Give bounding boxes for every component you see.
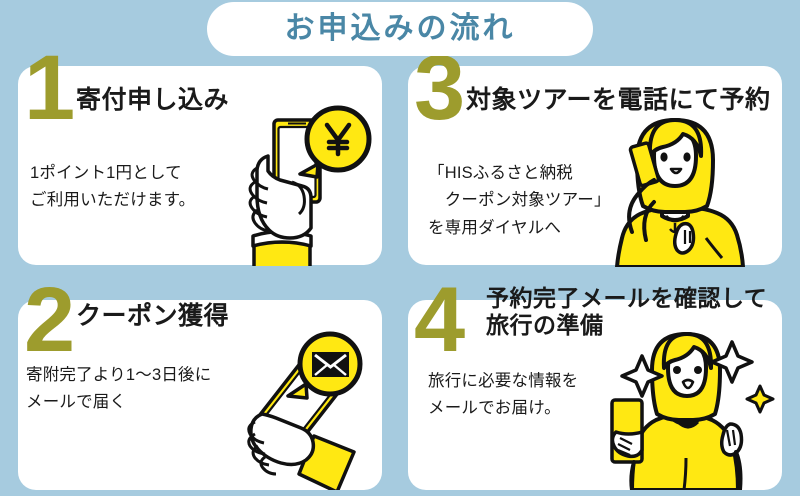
page-title-pill: お申込みの流れ [207, 2, 593, 56]
step-number-3: 3 [414, 37, 465, 139]
step-heading-1: 寄付申し込み [76, 86, 230, 114]
hand-holding-tilted-phone-with-mail-bubble-illustration [222, 330, 382, 490]
step-heading-4: 予約完了メールを確認して 旅行の準備 [486, 285, 768, 338]
step-heading-3: 対象ツアーを電話にて予約 [466, 86, 771, 114]
step-body-2: 寄附完了より1〜3日後に メールで届く [26, 366, 212, 412]
woman-with-phone-and-sparkles-illustration [598, 328, 778, 490]
woman-on-phone-call-illustration [588, 112, 758, 267]
step-body-1: 1ポイント1円として ご利用いただけます。 [30, 164, 196, 210]
page-title: お申込みの流れ [284, 12, 516, 45]
step-body-4: 旅行に必要な情報を メールでお届け。 [428, 372, 579, 418]
step-heading-2: クーポン獲得 [76, 302, 230, 330]
step-number-2: 2 [24, 269, 75, 371]
hand-holding-phone-with-yen-bubble-illustration [226, 104, 376, 266]
step-number-1: 1 [24, 37, 75, 139]
step-body-3: 「HISふるさと納税 クーポン対象ツアー」 を専用ダイヤルへ [428, 164, 611, 237]
step-number-4: 4 [414, 269, 465, 371]
